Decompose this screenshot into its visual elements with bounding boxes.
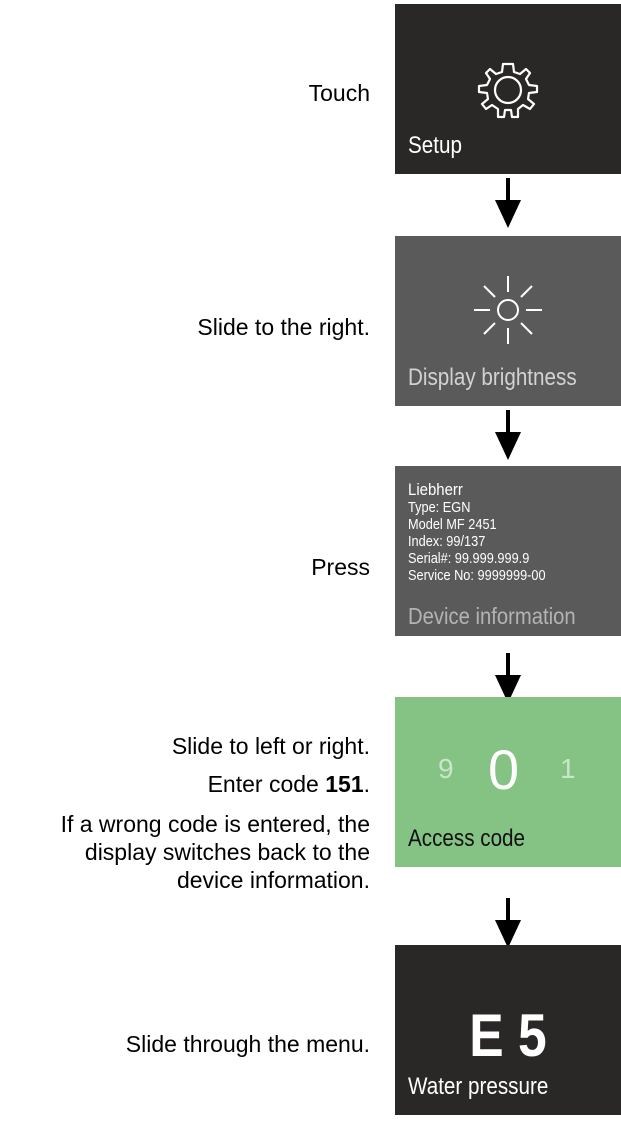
code-digit-selector[interactable]: 9 0 1 (395, 738, 621, 801)
device-index: Index: 99/137 (408, 534, 486, 550)
instruction-slide-menu: Slide through the menu. (125, 1031, 370, 1057)
sun-icon (474, 276, 542, 344)
instruction-slide-right: Slide to the right. (197, 314, 370, 340)
access-code-panel[interactable]: 9 0 1 Access code (395, 697, 621, 867)
device-brand: Liebherr (408, 480, 463, 499)
down-arrow-icon (495, 410, 521, 460)
access-code-value: 151 (325, 771, 364, 797)
device-type: Type: EGN (408, 500, 471, 516)
current-digit[interactable]: 0 (488, 738, 520, 801)
instruction-enter-code: Enter code 151. (208, 770, 370, 798)
wrong-code-line-3: device information. (176, 867, 370, 893)
wrong-code-line-2: display switches back to the (84, 839, 370, 865)
enter-code-prefix: Enter code (207, 771, 326, 797)
down-arrow-icon (495, 653, 521, 703)
instruction-touch: Touch (308, 80, 370, 106)
previous-digit[interactable]: 9 (438, 753, 454, 784)
instruction-press: Press (311, 554, 370, 580)
water-pressure-panel[interactable]: E 5 Water pressure (395, 945, 621, 1115)
water-pressure-value: E 5 (469, 1002, 547, 1069)
device-serial: Serial#: 99.999.999.9 (408, 551, 530, 567)
device-information-label: Device information (408, 603, 576, 629)
display-brightness-panel[interactable]: Display brightness (395, 236, 621, 406)
instruction-wrong-code: If a wrong code is entered, the display … (61, 810, 370, 894)
access-code-label: Access code (408, 825, 526, 852)
down-arrow-icon (495, 898, 521, 948)
instruction-slide-left-right: Slide to left or right. (171, 733, 370, 759)
device-information-panel[interactable]: Liebherr Type: EGN Model MF 2451 Index: … (395, 466, 621, 636)
next-digit[interactable]: 1 (560, 753, 576, 784)
display-brightness-label: Display brightness (408, 364, 577, 391)
device-model: Model MF 2451 (408, 517, 497, 533)
device-service-no: Service No: 9999999-00 (408, 568, 546, 584)
wrong-code-line-1: If a wrong code is entered, the (60, 811, 370, 837)
setup-label: Setup (408, 132, 462, 159)
setup-panel[interactable]: Setup (395, 4, 621, 174)
device-info-block: Liebherr Type: EGN Model MF 2451 Index: … (408, 480, 546, 585)
enter-code-suffix: . (363, 771, 370, 797)
water-pressure-label: Water pressure (408, 1073, 549, 1100)
down-arrow-icon (495, 178, 521, 228)
gear-icon (477, 62, 539, 119)
